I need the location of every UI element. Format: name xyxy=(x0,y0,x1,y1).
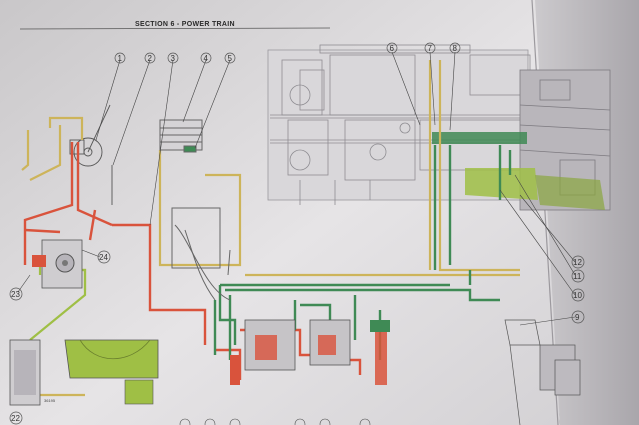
pump-assembly xyxy=(32,239,83,289)
section-title: SECTION 6 - POWER TRAIN xyxy=(135,21,235,28)
svg-text:23: 23 xyxy=(11,290,20,299)
lube-fill-areas xyxy=(432,132,605,210)
callout-partial xyxy=(179,418,191,425)
svg-text:22: 22 xyxy=(11,414,20,423)
callout-partial xyxy=(359,418,371,425)
right-page-inset xyxy=(504,319,581,425)
svg-text:9: 9 xyxy=(575,313,580,322)
callout-22: 22 xyxy=(9,411,23,425)
callout-5: 5 xyxy=(224,52,236,64)
callout-1: 1 xyxy=(114,52,126,64)
svg-text:8: 8 xyxy=(453,44,458,53)
callout-2: 2 xyxy=(144,52,156,64)
svg-text:24: 24 xyxy=(99,253,108,262)
control-valve-block xyxy=(230,319,390,385)
callout-12: 12 xyxy=(571,255,585,269)
callouts: 1 2 3 4 5 6 7 8 24 23 22 12 11 10 9 xyxy=(9,42,585,425)
callout-11: 11 xyxy=(571,269,585,283)
callout-partial xyxy=(294,418,306,425)
callout-3: 3 xyxy=(167,52,179,64)
supply-lines xyxy=(213,145,512,360)
callout-6: 6 xyxy=(386,42,398,54)
header-rule xyxy=(19,27,331,30)
svg-text:1: 1 xyxy=(118,54,123,63)
figure-code: 36195 xyxy=(44,398,56,403)
callout-partial xyxy=(319,418,331,425)
callout-10: 10 xyxy=(571,288,585,302)
svg-text:7: 7 xyxy=(428,44,433,53)
pressure-lines xyxy=(23,142,362,380)
svg-text:2: 2 xyxy=(148,54,153,63)
svg-text:11: 11 xyxy=(573,272,582,281)
callout-partial xyxy=(229,418,241,425)
callout-8: 8 xyxy=(449,42,461,54)
svg-text:3: 3 xyxy=(171,54,176,63)
callout-4: 4 xyxy=(200,52,212,64)
callout-24: 24 xyxy=(97,250,111,264)
svg-text:12: 12 xyxy=(573,258,582,267)
svg-text:4: 4 xyxy=(204,54,209,63)
svg-text:5: 5 xyxy=(228,54,233,63)
pedal-linkage xyxy=(159,119,231,301)
sump-reservoir xyxy=(9,339,159,406)
svg-text:6: 6 xyxy=(390,44,395,53)
svg-text:10: 10 xyxy=(573,291,582,300)
steering-assembly xyxy=(69,104,113,205)
callout-9: 9 xyxy=(571,310,585,324)
leader-lines xyxy=(17,51,576,326)
callout-23: 23 xyxy=(9,287,23,301)
callout-partial xyxy=(204,418,216,425)
callout-7: 7 xyxy=(424,42,436,54)
